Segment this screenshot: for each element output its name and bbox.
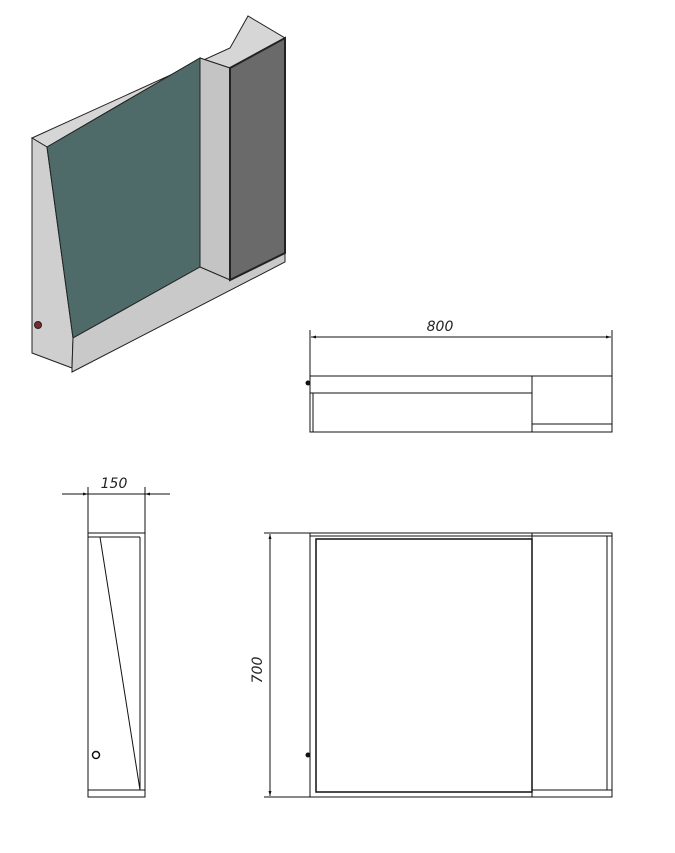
top-view bbox=[305, 330, 613, 433]
depth-dimension-label: 150 bbox=[101, 476, 128, 492]
switch-icon bbox=[91, 750, 101, 760]
height-dimension-label: 700 bbox=[250, 657, 266, 684]
divider-panel bbox=[199, 57, 231, 281]
door-panel bbox=[229, 36, 286, 282]
side-view bbox=[62, 487, 170, 798]
width-dimension-label: 800 bbox=[427, 319, 454, 335]
isometric-view bbox=[30, 15, 287, 373]
switch-icon bbox=[34, 321, 42, 329]
front-view bbox=[264, 532, 613, 798]
bottom-shelf bbox=[71, 252, 286, 373]
